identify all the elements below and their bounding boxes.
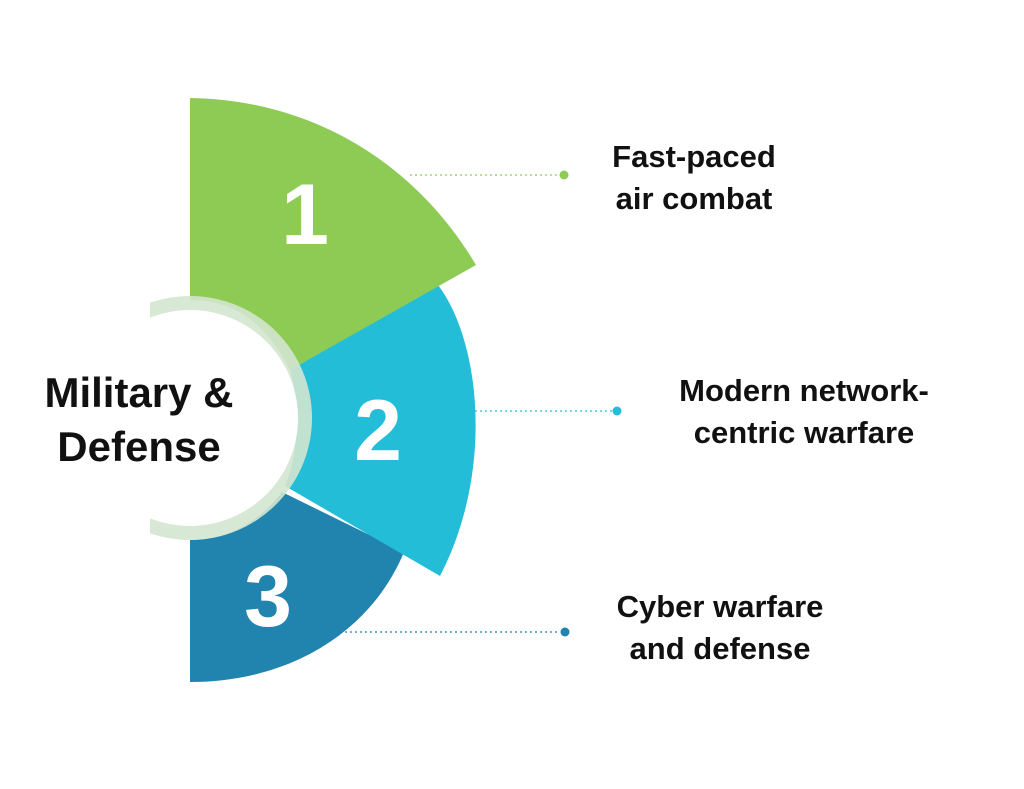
connector-dot-1 xyxy=(559,170,569,180)
item-label-2-line-1: Modern network- xyxy=(679,373,929,408)
segment-3 xyxy=(190,492,404,682)
item-label-3-line-2: and defense xyxy=(629,631,811,666)
segment-1-number: 1 xyxy=(281,167,329,263)
item-label-3-line-1: Cyber warfare xyxy=(616,589,824,624)
segment-2 xyxy=(285,285,476,576)
item-label-1-line-2: air combat xyxy=(615,181,773,216)
center-title: Military & Defense xyxy=(10,366,268,474)
item-label-2-line-2: centric warfare xyxy=(693,415,915,450)
segment-1 xyxy=(190,98,476,370)
center-title-line-2: Defense xyxy=(57,423,221,470)
segment-2-number: 2 xyxy=(354,383,402,479)
segment-3-number: 3 xyxy=(244,549,292,645)
connector-dot-2 xyxy=(612,406,622,416)
item-label-1: Fast-paced air combat xyxy=(578,136,810,220)
item-label-1-line-1: Fast-paced xyxy=(612,139,776,174)
center-title-line-1: Military & xyxy=(44,369,234,416)
item-label-3: Cyber warfare and defense xyxy=(580,586,860,670)
item-label-2: Modern network- centric warfare xyxy=(634,370,974,454)
connector-dot-3 xyxy=(560,627,570,637)
